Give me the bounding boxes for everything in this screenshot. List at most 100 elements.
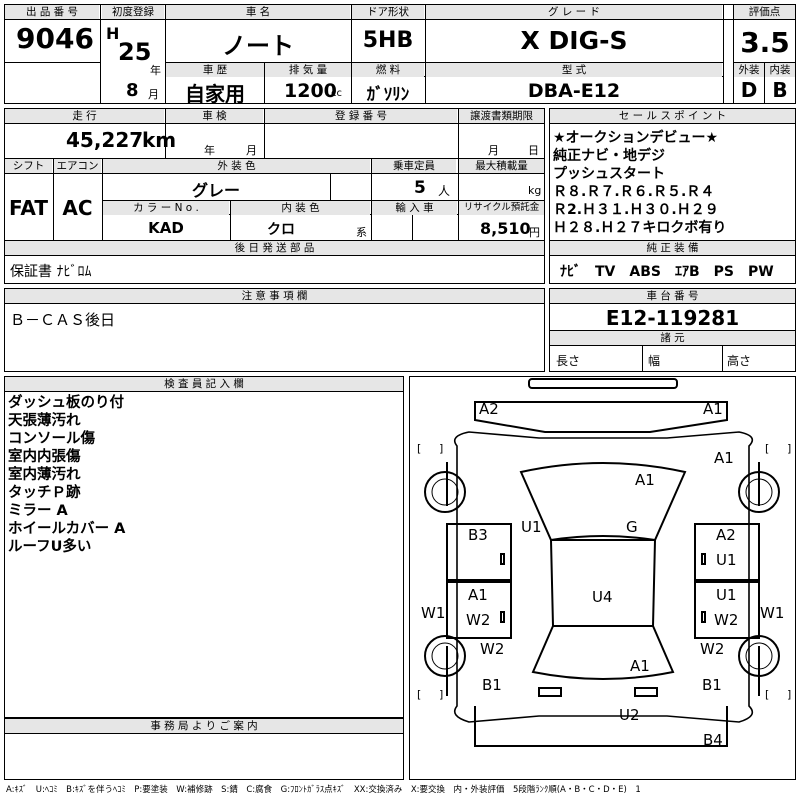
spec-length-label: 長さ bbox=[556, 354, 581, 368]
damage-mark: A2 bbox=[479, 400, 499, 418]
recycle-unit: 円 bbox=[529, 226, 540, 239]
inspector-note-3: コンソール傷 bbox=[8, 431, 95, 447]
first-reg-month-unit: 月 bbox=[148, 88, 159, 101]
aircon-value: AC bbox=[62, 196, 93, 220]
import-header: 輸 入 車 bbox=[372, 201, 457, 215]
damage-mark: G bbox=[626, 518, 638, 536]
exterior-score: D bbox=[740, 78, 758, 102]
reg-no-header: 登 録 番 号 bbox=[265, 109, 457, 123]
svg-text:]: ] bbox=[787, 442, 791, 455]
damage-mark: B1 bbox=[702, 676, 722, 694]
aircon-header: エアコン bbox=[54, 159, 101, 173]
damage-mark: B3 bbox=[468, 526, 488, 544]
spec-height-label: 高さ bbox=[727, 354, 752, 368]
svg-text:]: ] bbox=[439, 688, 443, 701]
shift-header: シフト bbox=[5, 159, 52, 173]
fuel-value: ｶﾞｿﾘﾝ bbox=[366, 85, 410, 105]
mileage-header: 走 行 bbox=[5, 109, 164, 123]
sales-point-6: Ｈ２８.Ｈ２７キロクボ有り bbox=[553, 220, 727, 236]
damage-mark: U1 bbox=[716, 551, 737, 569]
inspection-month-unit: 月 bbox=[246, 144, 257, 157]
chassis-number: E12-119281 bbox=[605, 306, 740, 330]
int-color-suffix: 系 bbox=[356, 226, 367, 239]
capacity-value: 5 bbox=[414, 178, 426, 198]
damage-mark: B4 bbox=[703, 731, 723, 749]
overall-score: 3.5 bbox=[740, 26, 790, 59]
first-reg-month: 8 bbox=[126, 80, 139, 101]
recycle-header: リサイクル預託金 bbox=[459, 201, 544, 215]
notes-value: Ｂ－ＣＡＳ後日 bbox=[10, 311, 116, 329]
transfer-month-unit: 月 bbox=[488, 144, 499, 157]
damage-mark: W2 bbox=[480, 640, 505, 658]
displacement-value: 1200 bbox=[284, 80, 337, 102]
legend: A:ｷｽﾞ U:ﾍｺﾐ B:ｷｽﾞを伴うﾍｺﾐ P:要塗装 W:補修跡 S:錆 … bbox=[6, 785, 641, 795]
damage-mark: U2 bbox=[619, 706, 640, 724]
sales-points-panel bbox=[549, 108, 796, 284]
grade-value: X DIG-S bbox=[520, 26, 628, 55]
damage-mark: W1 bbox=[760, 604, 785, 622]
sales-point-4: Ｒ８.Ｒ７.Ｒ６.Ｒ５.Ｒ４ bbox=[553, 184, 715, 200]
sales-point-5: Ｒ2.Ｈ３１.Ｈ３０.Ｈ２９ bbox=[553, 202, 719, 218]
displacement-unit: cc bbox=[331, 88, 342, 99]
int-color-value: クロ bbox=[267, 222, 295, 238]
lot-number: 9046 bbox=[16, 22, 94, 55]
specs-header: 諸 元 bbox=[550, 331, 795, 345]
model-code: DBA-E12 bbox=[527, 80, 621, 102]
ext-color-value: グレー bbox=[191, 181, 240, 200]
damage-mark: A2 bbox=[716, 526, 736, 544]
color-no-value: KAD bbox=[148, 219, 184, 237]
damage-mark: W2 bbox=[714, 611, 739, 629]
notes-header: 注 意 事 項 欄 bbox=[5, 289, 544, 303]
score-header: 評価点 bbox=[734, 5, 795, 19]
recycle-value: 8,510 bbox=[480, 219, 531, 238]
inspector-panel bbox=[4, 376, 404, 718]
displacement-header: 排 気 量 bbox=[265, 63, 351, 77]
inspector-note-4: 室内内張傷 bbox=[8, 449, 81, 465]
int-color-header: 内 装 色 bbox=[231, 201, 370, 215]
first-reg-year-unit: 年 bbox=[150, 64, 161, 77]
vehicle-detail-table bbox=[4, 108, 545, 284]
fuel-header: 燃 料 bbox=[352, 63, 424, 77]
first-reg-header: 初度登録 bbox=[102, 5, 164, 19]
std-equip-value: ﾅﾋﾞ TV ABS ｴｱB PS PW bbox=[560, 264, 774, 280]
first-reg-era: H bbox=[106, 24, 120, 43]
svg-text:[: [ bbox=[417, 442, 421, 455]
damage-mark: U1 bbox=[521, 518, 542, 536]
later-parts-header: 後 日 発 送 部 品 bbox=[5, 241, 544, 255]
damage-mark: B1 bbox=[482, 676, 502, 694]
inspector-note-5: 室内薄汚れ bbox=[8, 467, 81, 483]
sales-point-1: ★オークションデビュー★ bbox=[553, 130, 719, 146]
car-name: ノート bbox=[222, 32, 294, 60]
damage-mark: A1 bbox=[635, 471, 655, 489]
later-parts-value: 保証書 ﾅﾋﾞﾛﾑ bbox=[10, 264, 92, 280]
std-equip-header: 純 正 装 備 bbox=[550, 241, 795, 255]
svg-text:[: [ bbox=[765, 688, 769, 701]
mileage-value: 45,227 bbox=[66, 128, 144, 152]
transfer-day-unit: 日 bbox=[528, 144, 539, 157]
sales-points-header: セ ー ル ス ポ イ ン ト bbox=[550, 109, 795, 123]
svg-text:[: [ bbox=[417, 688, 421, 701]
door-type: 5HB bbox=[362, 28, 414, 53]
max-load-unit: kg bbox=[528, 184, 542, 197]
inspector-note-2: 天張薄汚れ bbox=[8, 413, 81, 429]
damage-mark: U4 bbox=[592, 588, 613, 606]
interior-score: B bbox=[772, 78, 788, 102]
mileage-unit: km bbox=[142, 128, 177, 152]
inspector-header: 検 査 員 記 入 欄 bbox=[5, 377, 403, 391]
svg-text:[: [ bbox=[765, 442, 769, 455]
max-load-header: 最大積載量 bbox=[459, 159, 544, 173]
inspection-header: 車 検 bbox=[166, 109, 263, 123]
damage-mark: A1 bbox=[630, 657, 650, 675]
grade-header: グ レ ー ド bbox=[426, 5, 722, 19]
ext-score-header: 外装 bbox=[734, 63, 764, 77]
inspector-note-8: ホイールカバー A bbox=[8, 521, 126, 537]
chassis-header: 車 台 番 号 bbox=[550, 289, 795, 303]
inspector-note-1: ダッシュ板のり付 bbox=[8, 395, 124, 411]
damage-mark: W2 bbox=[700, 640, 725, 658]
damage-mark: A1 bbox=[703, 400, 723, 418]
damage-diagram-panel bbox=[409, 376, 796, 780]
inspector-note-6: タッチＰ跡 bbox=[8, 485, 81, 501]
int-score-header: 内装 bbox=[765, 63, 795, 77]
svg-text:]: ] bbox=[439, 442, 443, 455]
door-header: ドア形状 bbox=[352, 5, 424, 19]
